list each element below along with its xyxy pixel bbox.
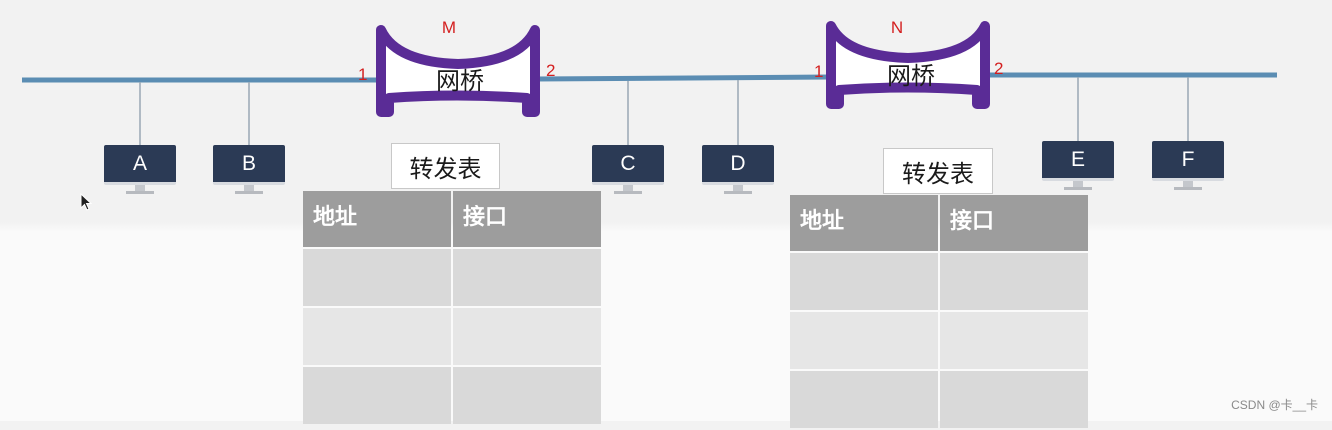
host-f-label: F [1152, 141, 1224, 181]
header-interface: 接口 [453, 191, 601, 247]
table-row [790, 312, 1088, 369]
monitor-base-icon [614, 191, 642, 194]
table-cell [940, 371, 1088, 428]
bus-segment-middle [535, 74, 831, 82]
bridge-m-label: M [442, 18, 456, 37]
header-interface: 接口 [940, 195, 1088, 251]
host-e: E [1042, 141, 1114, 195]
table-header-row: 地址 接口 [790, 195, 1088, 251]
table-cell [790, 253, 938, 310]
bridge-n-label: N [891, 18, 903, 37]
monitor-base-icon [126, 191, 154, 194]
host-b: B [213, 145, 285, 199]
header-address: 地址 [303, 191, 451, 247]
watermark: CSDN @卡__卡 [1231, 398, 1318, 412]
table-row [790, 371, 1088, 428]
host-b-label: B [213, 145, 285, 185]
monitor-stand-icon [623, 185, 633, 191]
monitor-base-icon [1174, 187, 1202, 190]
host-d-label: D [702, 145, 774, 185]
table-row [303, 308, 601, 365]
bridge-n-text: 网桥 [887, 62, 935, 90]
monitor-stand-icon [244, 185, 254, 191]
table-cell [303, 249, 451, 306]
forwarding-table-m: 地址 接口 [301, 189, 603, 426]
bridge-m-port-2: 2 [546, 61, 555, 80]
network-diagram: 网桥 M 1 2 网桥 N 1 2 [22, 18, 1277, 145]
host-c: C [592, 145, 664, 199]
host-e-label: E [1042, 141, 1114, 181]
bridge-m: 网桥 M 1 2 [358, 18, 555, 117]
table-cell [790, 312, 938, 369]
forwarding-table-m-title: 转发表 [391, 143, 500, 189]
table-cell [940, 312, 1088, 369]
host-f: F [1152, 141, 1224, 195]
table-row [303, 249, 601, 306]
host-a: A [104, 145, 176, 199]
monitor-base-icon [724, 191, 752, 194]
table-cell [453, 308, 601, 365]
forwarding-table-n-title: 转发表 [883, 148, 993, 194]
host-c-label: C [592, 145, 664, 185]
monitor-stand-icon [1183, 181, 1193, 187]
table-cell [790, 371, 938, 428]
table-cell [453, 367, 601, 424]
bridge-n-shape [826, 21, 990, 109]
table-row [790, 253, 1088, 310]
bridge-n-port-2: 2 [994, 59, 1003, 78]
table-header-row: 地址 接口 [303, 191, 601, 247]
bridge-m-port-1: 1 [358, 65, 367, 84]
host-a-label: A [104, 145, 176, 185]
monitor-stand-icon [135, 185, 145, 191]
table-cell [303, 367, 451, 424]
host-d: D [702, 145, 774, 199]
monitor-stand-icon [1073, 181, 1083, 187]
table-cell [453, 249, 601, 306]
header-address: 地址 [790, 195, 938, 251]
bridge-n-port-1: 1 [814, 62, 823, 81]
monitor-stand-icon [733, 185, 743, 191]
table-row [303, 367, 601, 424]
forwarding-table-n: 地址 接口 [788, 193, 1090, 430]
monitor-base-icon [235, 191, 263, 194]
table-cell [940, 253, 1088, 310]
bridge-n: 网桥 N 1 2 [814, 18, 1003, 109]
monitor-base-icon [1064, 187, 1092, 190]
bridge-m-shape [376, 25, 540, 117]
table-cell [303, 308, 451, 365]
bridge-m-text: 网桥 [436, 67, 484, 95]
mouse-cursor-icon [80, 193, 93, 211]
